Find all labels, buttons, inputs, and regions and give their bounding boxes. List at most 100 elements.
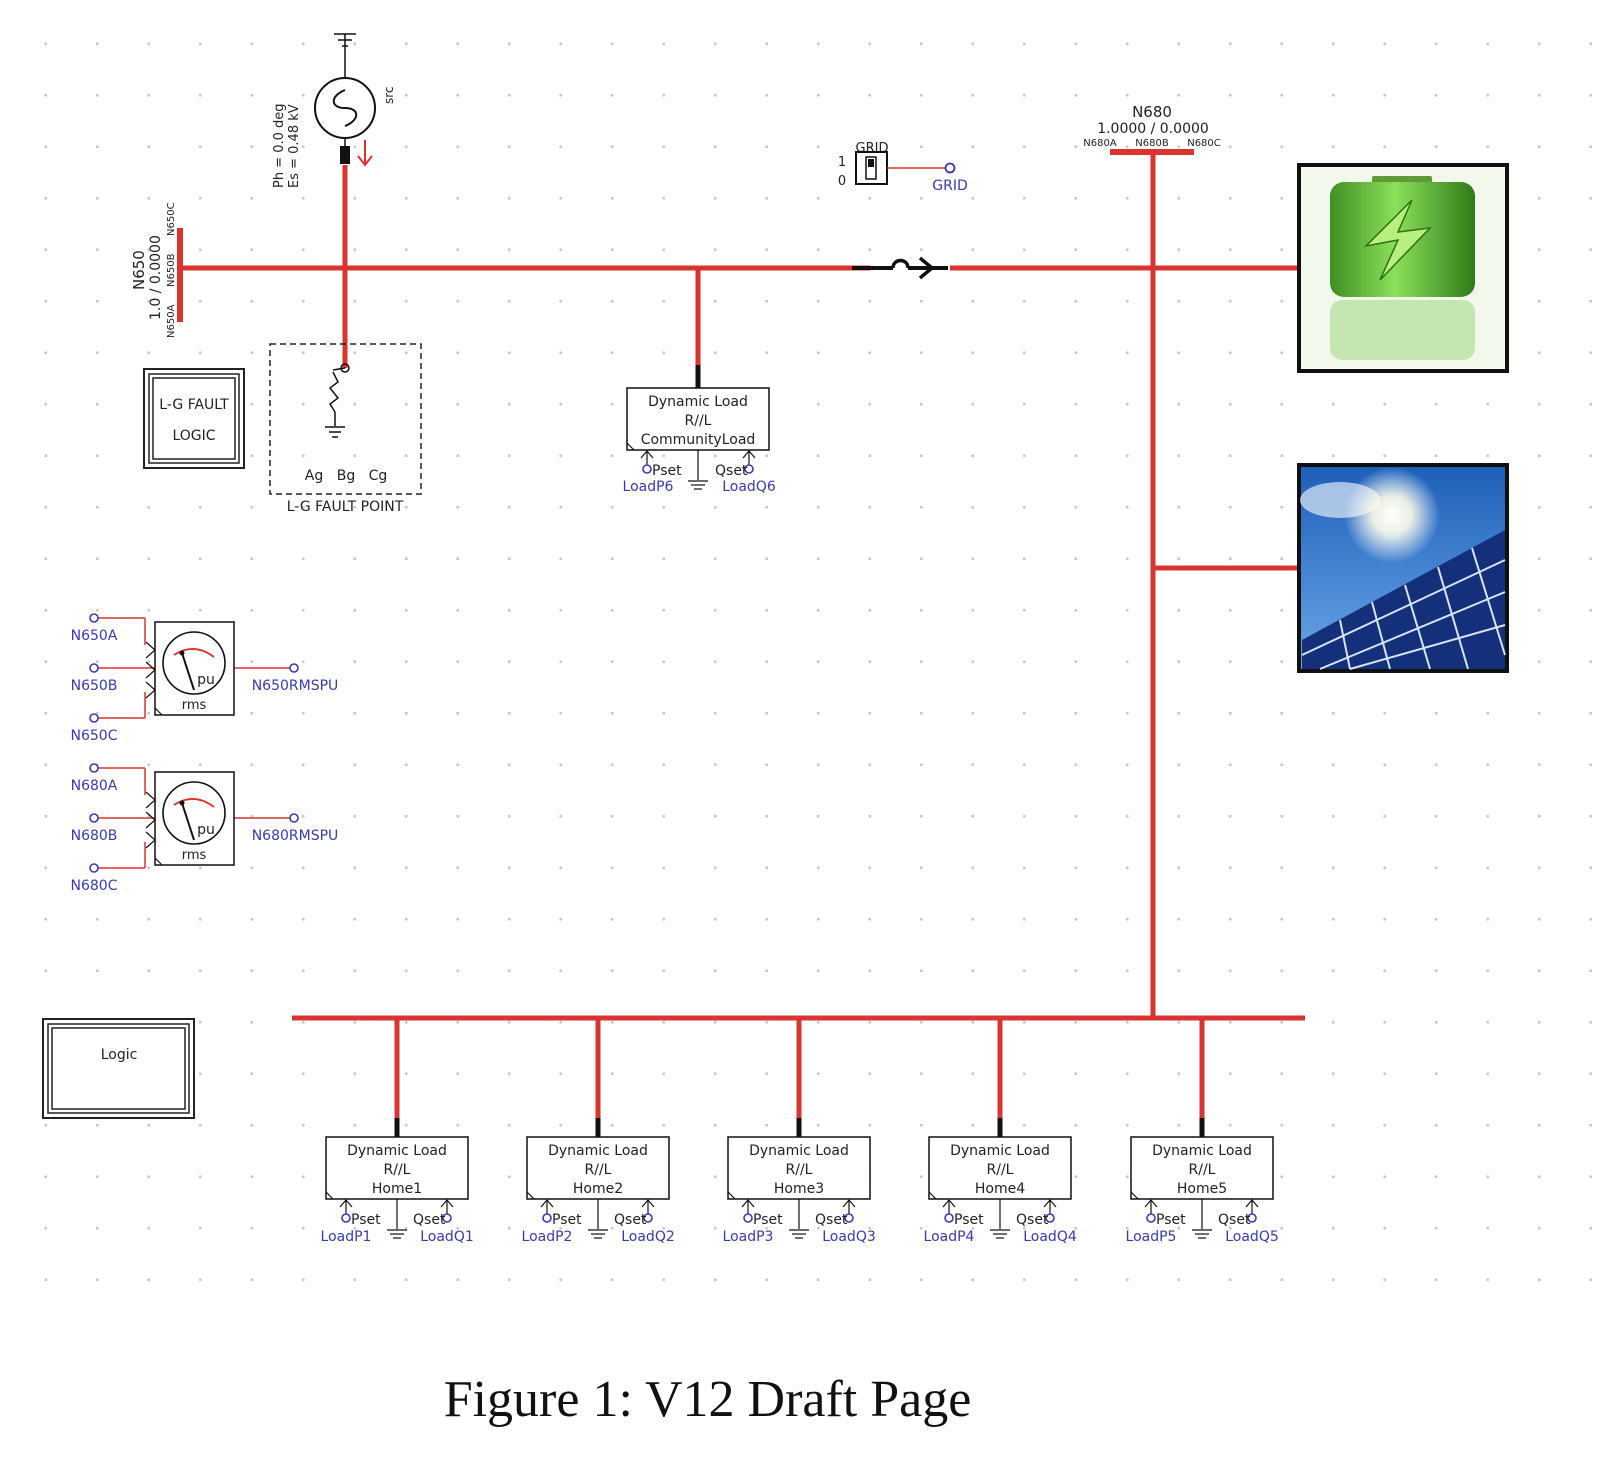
bus-n650-phase-c: N650C xyxy=(166,202,177,236)
gauge-icon xyxy=(162,781,226,845)
home-pset-label: Pset xyxy=(552,1212,582,1228)
home-load-type: R//L xyxy=(1189,1162,1216,1178)
home-load-title: Dynamic Load xyxy=(749,1143,849,1159)
meter680-input-a: N680A xyxy=(71,778,118,794)
community-load-type: R//L xyxy=(685,413,712,429)
schematic-svg: N650 1.0 / 0.0000 N650A N650B N650C src … xyxy=(42,33,1509,1245)
source-voltage: Es = 0.48 kV xyxy=(287,104,302,188)
source-phase: Ph = 0.0 deg xyxy=(272,103,287,188)
community-load-name: CommunityLoad xyxy=(641,432,756,448)
sun-icon xyxy=(1344,467,1440,563)
home-q-signal: LoadQ4 xyxy=(1023,1229,1077,1245)
home-load-name: Home4 xyxy=(975,1181,1025,1197)
signal-port-icon xyxy=(1146,1213,1156,1223)
community-load[interactable]: Dynamic Load R//L CommunityLoad Pset Qse… xyxy=(623,387,776,495)
meter650-input-c: N650C xyxy=(71,728,118,744)
battery-image[interactable] xyxy=(1297,163,1509,373)
fault-logic-line2: LOGIC xyxy=(172,428,215,444)
lg-fault-logic-block[interactable]: L-G FAULT LOGIC xyxy=(143,368,245,469)
meter680-input-b: N680B xyxy=(71,828,118,844)
bus-n680-phase-c: N680C xyxy=(1187,138,1221,149)
bus-n650-phase-a: N650A xyxy=(166,304,177,338)
home-p-signal: LoadP4 xyxy=(924,1229,975,1245)
home-qset-label: Qset xyxy=(1218,1212,1251,1228)
home-load-name: Home2 xyxy=(573,1181,623,1197)
grid-switch-on: 1 xyxy=(838,155,846,170)
home-p-signal: LoadP2 xyxy=(522,1229,573,1245)
current-arrow-icon xyxy=(357,140,373,167)
meter680-input-c: N680C xyxy=(71,878,118,894)
home-load-type: R//L xyxy=(585,1162,612,1178)
fault-point-label: L-G FAULT POINT xyxy=(287,499,404,515)
home-pset-label: Pset xyxy=(351,1212,381,1228)
meter680-mode: rms xyxy=(182,848,207,863)
home-load-name: Home1 xyxy=(372,1181,422,1197)
home-qset-label: Qset xyxy=(815,1212,848,1228)
home-pset-label: Pset xyxy=(954,1212,984,1228)
fault-logic-line1: L-G FAULT xyxy=(159,397,229,413)
logic-block[interactable]: Logic xyxy=(42,1018,195,1119)
bus-n650-name: N650 xyxy=(130,250,148,290)
feeder-breaker[interactable] xyxy=(852,256,948,280)
fault-phase-cg: Cg xyxy=(369,468,388,484)
home-qset-label: Qset xyxy=(614,1212,647,1228)
fault-phase-bg: Bg xyxy=(337,468,356,484)
signal-port-icon xyxy=(743,1213,753,1223)
community-pset-label: Pset xyxy=(652,463,682,479)
signal-port-icon xyxy=(542,1213,552,1223)
pv-panel-icon xyxy=(1302,530,1505,669)
home-load-type: R//L xyxy=(384,1162,411,1178)
home-q-signal: LoadQ2 xyxy=(621,1229,675,1245)
meter650-output: N650RMSPU xyxy=(252,678,339,694)
bus-n680-values: 1.0000 / 0.0000 xyxy=(1097,121,1209,137)
home-pset-label: Pset xyxy=(1156,1212,1186,1228)
home-load-title: Dynamic Load xyxy=(1152,1143,1252,1159)
bus-n680-phase-b: N680B xyxy=(1135,138,1169,149)
rms-meter-n650[interactable]: N650A N650B N650C N650RMSPU pu rms xyxy=(71,613,339,744)
voltage-source[interactable]: src Ph = 0.0 deg Es = 0.48 kV xyxy=(272,33,396,188)
bus-n650[interactable]: N650 1.0 / 0.0000 N650A N650B N650C xyxy=(130,202,183,338)
home-load-title: Dynamic Load xyxy=(347,1143,447,1159)
rms-meter-n680[interactable]: N680A N680B N680C N680RMSPU pu rms xyxy=(71,763,339,894)
lg-fault-point[interactable]: Ag Bg Cg L-G FAULT POINT xyxy=(269,343,422,515)
grid-switch[interactable]: GRID 1 0 GRID xyxy=(838,141,968,194)
signal-port-icon xyxy=(643,1213,653,1223)
bus-n680[interactable]: N680 1.0000 / 0.0000 N680A N680B N680C xyxy=(1083,103,1221,155)
home-load-name: Home3 xyxy=(774,1181,824,1197)
community-load-title: Dynamic Load xyxy=(648,394,748,410)
home-p-signal: LoadP1 xyxy=(321,1229,372,1245)
schematic-canvas[interactable]: N650 1.0 / 0.0000 N650A N650B N650C src … xyxy=(0,0,1600,1320)
home-qset-label: Qset xyxy=(1016,1212,1049,1228)
breaker-arrow-icon xyxy=(918,256,935,280)
logic-block-label: Logic xyxy=(101,1047,138,1063)
bus-n650-values: 1.0 / 0.0000 xyxy=(148,235,164,320)
home-load-title: Dynamic Load xyxy=(950,1143,1050,1159)
meter680-unit: pu xyxy=(197,822,215,838)
lightning-icon xyxy=(1363,199,1433,281)
bus-n680-name: N680 xyxy=(1132,103,1172,121)
home-p-signal: LoadP5 xyxy=(1126,1229,1177,1245)
gauge-icon xyxy=(162,631,226,695)
meter680-output: N680RMSPU xyxy=(252,828,339,844)
solar-panel-image[interactable] xyxy=(1297,463,1509,673)
figure-caption: Figure 1: V12 Draft Page xyxy=(443,1371,972,1428)
meter650-input-b: N650B xyxy=(71,678,118,694)
community-q-signal: LoadQ6 xyxy=(722,479,776,495)
home-pset-label: Pset xyxy=(753,1212,783,1228)
signal-port-icon xyxy=(844,1213,854,1223)
home-load-type: R//L xyxy=(987,1162,1014,1178)
signal-port-icon xyxy=(442,1213,452,1223)
fault-lightning-icon xyxy=(328,371,340,413)
source-label: src xyxy=(382,86,396,104)
home-q-signal: LoadQ3 xyxy=(822,1229,876,1245)
meter650-input-a: N650A xyxy=(71,628,118,644)
fault-phase-ag: Ag xyxy=(305,468,323,484)
signal-port-icon xyxy=(341,1213,351,1223)
meter650-mode: rms xyxy=(182,698,207,713)
